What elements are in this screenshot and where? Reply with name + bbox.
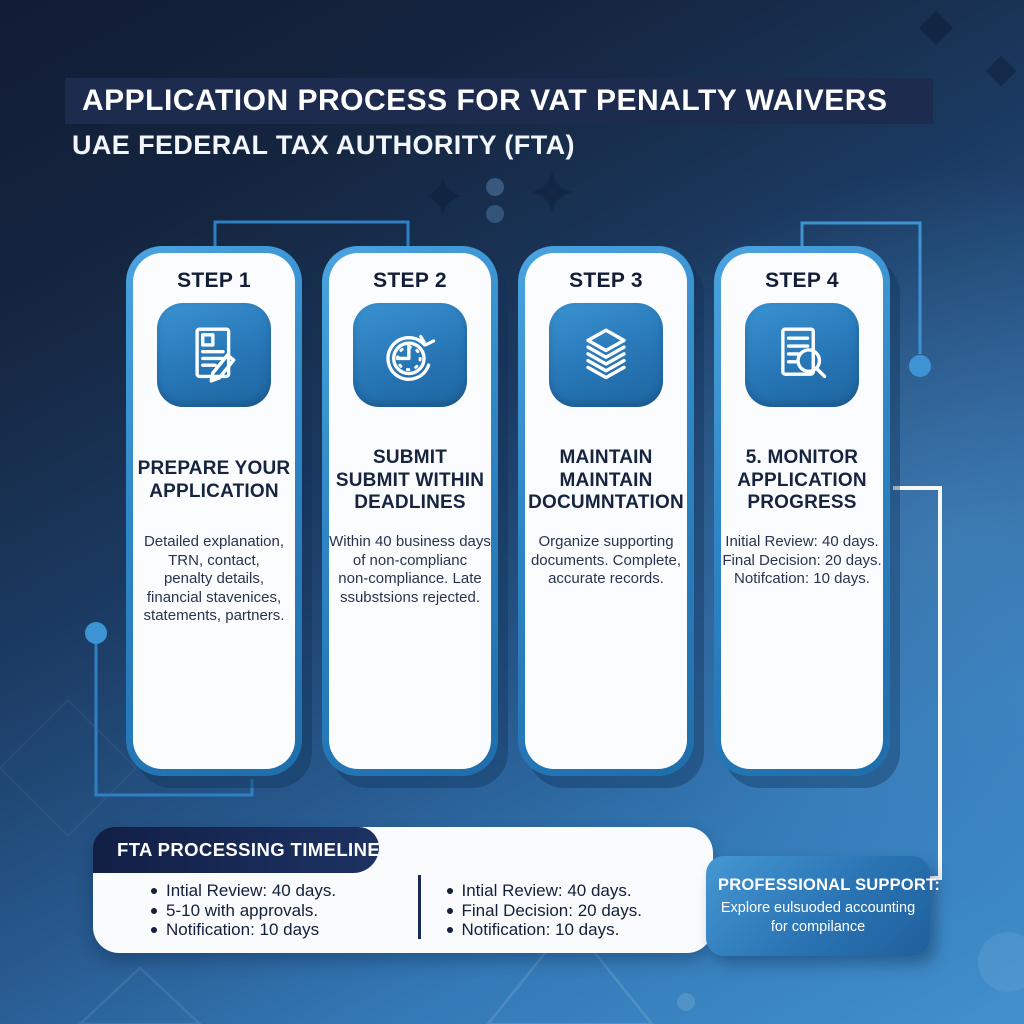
title-bar: APPLICATION PROCESS FOR VAT PENALTY WAIV… bbox=[65, 78, 933, 124]
decor-circle bbox=[978, 932, 1024, 992]
processing-timeline-panel: FTA PROCESSING TIMELINE Intial Review: 4… bbox=[93, 827, 713, 953]
step-icon-tile bbox=[353, 303, 467, 407]
step-icon-tile bbox=[549, 303, 663, 407]
step-body: Initial Review: 40 days. Final Decision:… bbox=[722, 533, 882, 588]
step-card-1: STEP 1 PREPARE YOUR APPLICATION Detailed… bbox=[126, 246, 302, 776]
step-icon-tile bbox=[157, 303, 271, 407]
connector-dot bbox=[85, 622, 107, 644]
step-body: Detailed explanation, TRN, contact, pena… bbox=[143, 533, 285, 625]
step-card-3-inner: STEP 3 MAINTAIN MAINTAIN DOCUMNTATION Or… bbox=[525, 253, 687, 769]
step-heading: SUBMIT SUBMIT WITHIN DEADLINES bbox=[335, 446, 485, 514]
step-heading: MAINTAIN MAINTAIN DOCUMNTATION bbox=[528, 446, 684, 514]
timeline-item: Notification: 10 days bbox=[149, 920, 418, 940]
timeline-right-column: Intial Review: 40 days. Final Decision: … bbox=[421, 879, 714, 945]
connector-dot bbox=[909, 355, 931, 377]
step-body: Within 40 business days of non-complianc… bbox=[329, 533, 491, 606]
timeline-item: Intial Review: 40 days. bbox=[445, 881, 714, 901]
step-card-2: STEP 2 SUBMIT SUBMIT WITHIN DEADLINES Wi… bbox=[322, 246, 498, 776]
step-label: STEP 4 bbox=[765, 269, 839, 292]
decor-diamond-outline bbox=[0, 698, 138, 838]
timeline-columns: Intial Review: 40 days. 5-10 with approv… bbox=[93, 875, 714, 945]
decor-dot bbox=[486, 178, 504, 196]
step-card-4: STEP 4 5. MONITOR APPLICATION PROGRESS bbox=[714, 246, 890, 776]
step-heading: 5. MONITOR APPLICATION PROGRESS bbox=[737, 446, 867, 514]
timeline-item: Notification: 10 days. bbox=[445, 920, 714, 940]
step-card-4-inner: STEP 4 5. MONITOR APPLICATION PROGRESS bbox=[721, 253, 883, 769]
clock-deadline-icon bbox=[386, 334, 436, 381]
step-label: STEP 3 bbox=[569, 269, 643, 292]
support-title: PROFESSIONAL SUPPORT: bbox=[718, 875, 941, 894]
support-body: Explore eulsuoded accounting for compila… bbox=[720, 899, 916, 935]
timeline-item: Final Decision: 20 days. bbox=[445, 901, 714, 921]
stacked-documents-icon bbox=[586, 328, 626, 380]
step-label: STEP 2 bbox=[373, 269, 447, 292]
step-card-2-inner: STEP 2 SUBMIT SUBMIT WITHIN DEADLINES Wi… bbox=[329, 253, 491, 769]
timeline-title: FTA PROCESSING TIMELINE bbox=[117, 839, 381, 860]
step-body: Organize supporting documents. Complete,… bbox=[530, 533, 682, 588]
professional-support-panel: PROFESSIONAL SUPPORT: Explore eulsuoded … bbox=[706, 856, 941, 956]
decor-diamond bbox=[919, 11, 953, 45]
timeline-title-pill: FTA PROCESSING TIMELINE bbox=[93, 827, 381, 873]
timeline-divider bbox=[417, 875, 421, 939]
right-bracket-line bbox=[893, 486, 942, 880]
timeline-left-column: Intial Review: 40 days. 5-10 with approv… bbox=[93, 879, 418, 945]
decor-triangle bbox=[78, 966, 202, 1024]
step-card-3: STEP 3 MAINTAIN MAINTAIN DOCUMNTATION Or… bbox=[518, 246, 694, 776]
decor-diamond bbox=[985, 55, 1017, 87]
document-pencil-icon bbox=[195, 327, 236, 383]
document-search-icon bbox=[781, 327, 827, 379]
step-card-1-inner: STEP 1 PREPARE YOUR APPLICATION Detailed… bbox=[133, 253, 295, 769]
sparkle-icon bbox=[532, 172, 572, 212]
page-subtitle: UAE FEDERAL TAX AUTHORITY (FTA) bbox=[72, 130, 575, 160]
decor-dot bbox=[677, 993, 695, 1011]
decor-dot bbox=[486, 205, 504, 223]
step-icon-tile bbox=[745, 303, 859, 407]
timeline-item: Intial Review: 40 days. bbox=[149, 881, 418, 901]
page-title: APPLICATION PROCESS FOR VAT PENALTY WAIV… bbox=[82, 84, 888, 117]
timeline-item: 5-10 with approvals. bbox=[149, 901, 418, 921]
sparkle-icon bbox=[425, 178, 461, 214]
step-label: STEP 1 bbox=[177, 269, 251, 292]
step-heading: PREPARE YOUR APPLICATION bbox=[137, 458, 291, 502]
